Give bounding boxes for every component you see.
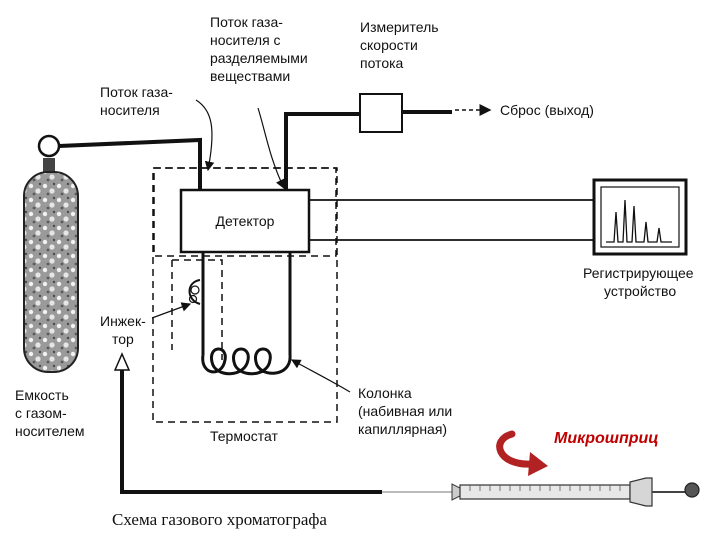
detector-label: Детектор bbox=[216, 213, 275, 229]
column-pointer bbox=[290, 359, 351, 393]
column-label: Колонка (набивная или капиллярная) bbox=[358, 385, 456, 437]
flow-meter-label: Измеритель скорости потока bbox=[360, 19, 442, 71]
cylinder-label: Емкость с газом- носителем bbox=[15, 387, 85, 439]
signal-cables bbox=[309, 199, 596, 241]
injector bbox=[188, 279, 201, 305]
separated-flow-label: Поток газа- носителя с разделяемыми веще… bbox=[210, 14, 312, 84]
microsyringe-label: Микрошприц bbox=[554, 430, 659, 447]
syringe-to-injector-arrow bbox=[120, 362, 382, 494]
flow-meter-box bbox=[359, 93, 403, 133]
inner-dashed-box bbox=[171, 259, 223, 360]
gas-cylinder bbox=[23, 134, 202, 373]
microsyringe bbox=[382, 477, 700, 507]
thermostat-box bbox=[152, 167, 338, 423]
separated-flow-pointer bbox=[257, 107, 285, 190]
detector-dashed-box bbox=[153, 167, 337, 257]
carrier-flow-pointer bbox=[195, 99, 215, 172]
injector-pointer bbox=[151, 302, 192, 319]
column bbox=[201, 252, 292, 376]
carrier-flow-label: Поток газа- носителя bbox=[100, 84, 177, 118]
chromatogram-trace bbox=[606, 199, 672, 243]
diagram-caption: Схема газового хроматографа bbox=[112, 510, 327, 529]
recorder bbox=[592, 178, 688, 256]
outlet-pipe bbox=[284, 112, 362, 190]
injector-label: Инжек- тор bbox=[100, 313, 150, 347]
thermostat-label: Термостат bbox=[210, 428, 278, 444]
exhaust-label: Сброс (выход) bbox=[500, 102, 594, 118]
rotation-arrow-icon bbox=[496, 430, 548, 476]
recorder-label: Регистрирующее устройство bbox=[583, 265, 697, 299]
detector-box bbox=[179, 188, 311, 254]
arrow-head-up bbox=[113, 352, 131, 371]
